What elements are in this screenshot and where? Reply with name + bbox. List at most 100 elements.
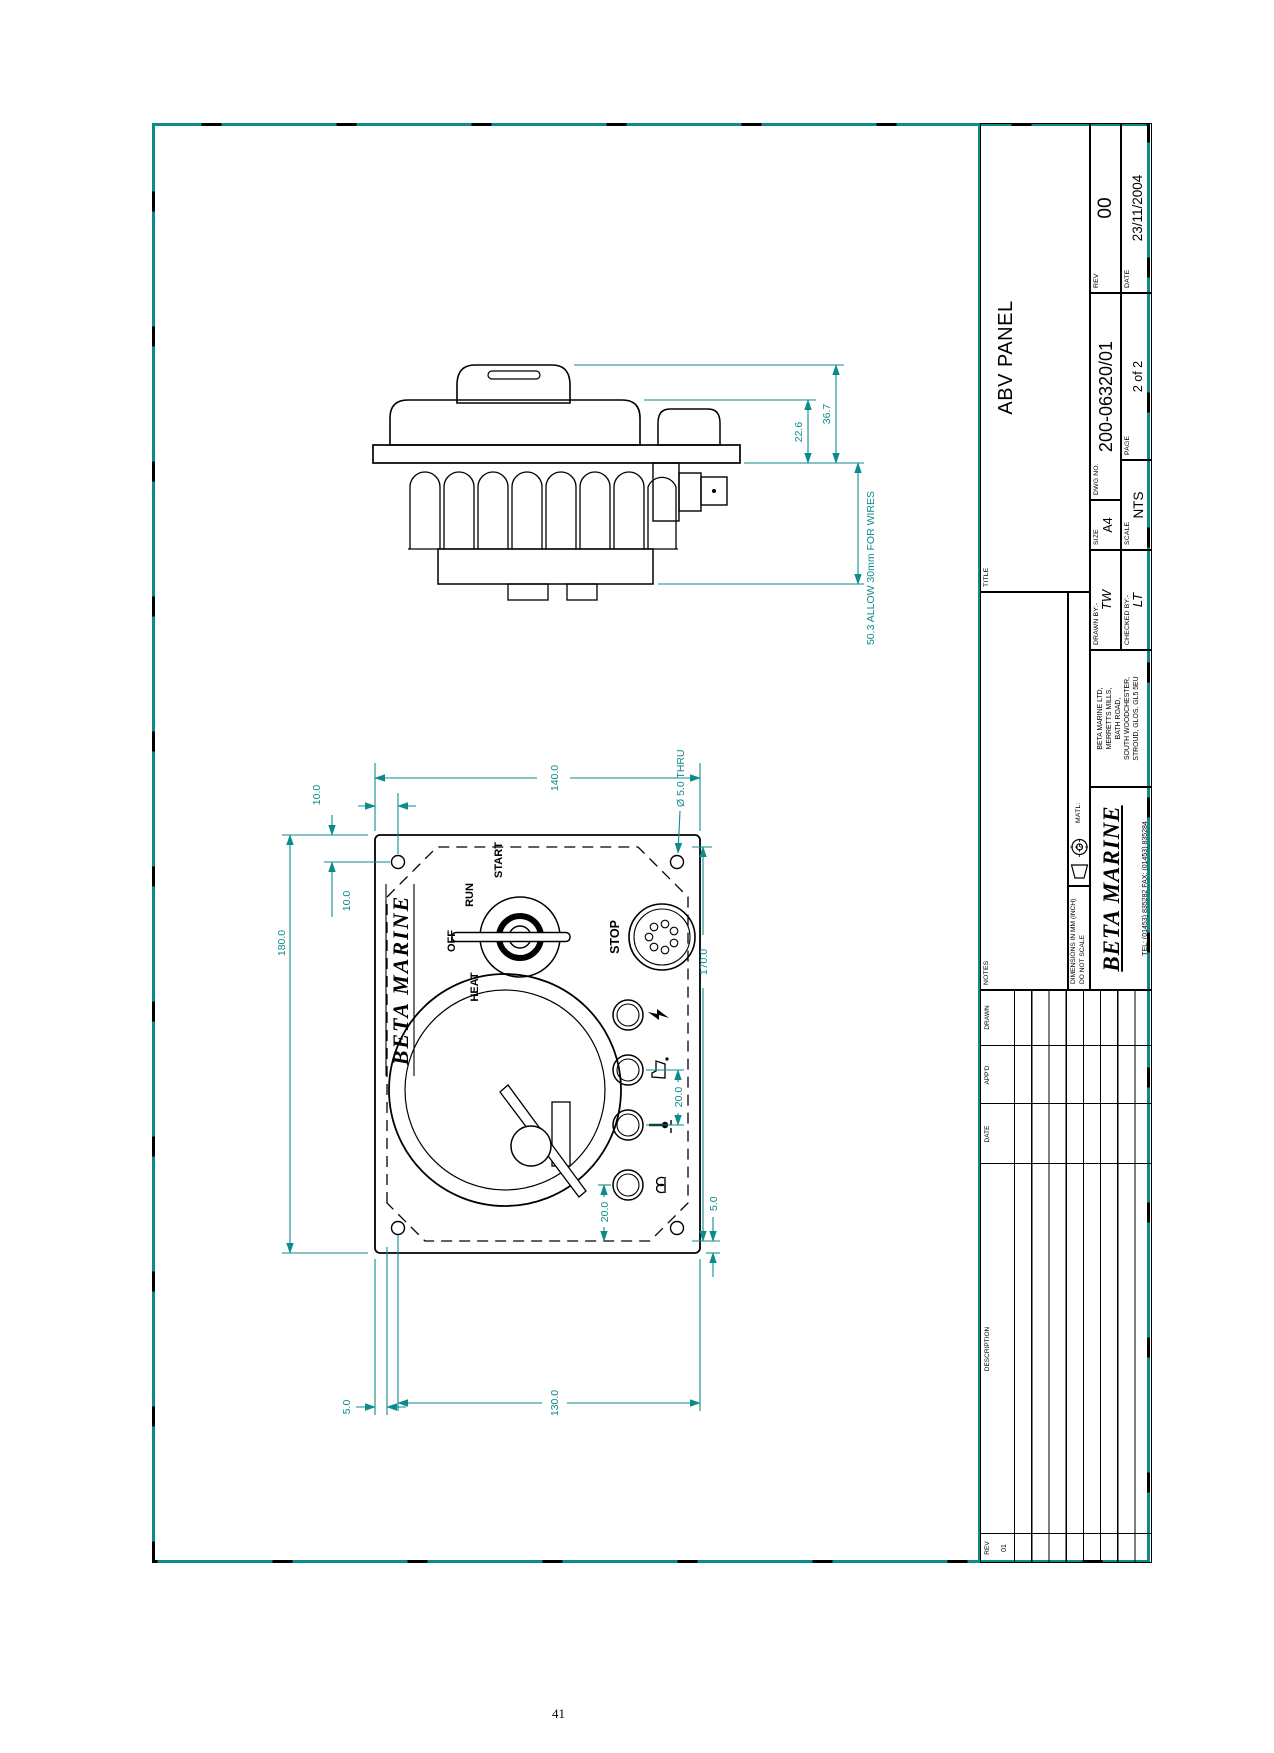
side-view-dimensions: 22.6 36.7 50.3 ALLOW 30mm FOR WIRES bbox=[574, 364, 877, 645]
dim-cutout: 170.0 bbox=[698, 949, 710, 975]
dim-depth-rear-note: 50.3 ALLOW 30mm FOR WIRES bbox=[865, 491, 877, 645]
scale-box: SCALE NTS bbox=[1121, 460, 1152, 550]
key-switch: HEAT OFF RUN START bbox=[446, 842, 571, 1002]
address-line: STROUD, GLOS. GL5 5EU bbox=[1133, 676, 1141, 761]
matl-box: MATL: bbox=[1068, 592, 1090, 886]
company-address-box: BETA MARINE LTD, MERRETTS MILLS, BATH RO… bbox=[1090, 650, 1152, 787]
notes-label: NOTES bbox=[983, 960, 990, 985]
dims-note-line2: DO NOT SCALE bbox=[1078, 935, 1086, 984]
rear-tab bbox=[507, 583, 549, 601]
tachometer-gauge bbox=[388, 973, 622, 1207]
size-label: SIZE bbox=[1093, 529, 1100, 545]
dwg-no-value: 200-06320/01 bbox=[1096, 340, 1116, 453]
dim-hole-span: 130.0 bbox=[549, 1390, 561, 1416]
description-col-header: DESCRIPTION bbox=[984, 1326, 991, 1372]
drawn-by-value: TW bbox=[1099, 589, 1114, 611]
oil-pressure-icon bbox=[651, 1057, 669, 1079]
checked-by-box: CHECKED BY:- LT bbox=[1121, 550, 1152, 650]
stop-housing bbox=[657, 408, 721, 446]
temperature-icon bbox=[649, 1120, 672, 1133]
drawing-title: ABV PANEL bbox=[995, 300, 1017, 415]
dim-hole-offset-v: 10.0 bbox=[311, 785, 323, 806]
dim-hole-offset-h: 10.0 bbox=[341, 891, 353, 912]
checked-by-value: LT bbox=[1130, 592, 1145, 608]
flange-plate bbox=[372, 444, 741, 464]
dim-height: 180.0 bbox=[276, 930, 288, 956]
mounting-hole bbox=[669, 854, 685, 870]
revision-table: REV DESCRIPTION DATE APP'D DRAWN 01 bbox=[980, 990, 1152, 1563]
company-logo-box: BETA MARINE TEL: (01453) 835282 FAX: (01… bbox=[1090, 787, 1152, 990]
needle-hub bbox=[510, 1125, 552, 1167]
switch-label-heat: HEAT bbox=[469, 972, 481, 1001]
address-line: MERRETTS MILLS, bbox=[1106, 687, 1114, 750]
glow-heater-icon bbox=[655, 1176, 666, 1194]
dims-note-line1: DIMENSIONS IN MM (INCH) bbox=[1070, 898, 1077, 984]
document-page-number: 41 bbox=[552, 1706, 565, 1721]
page-value: 2 of 2 bbox=[1131, 360, 1145, 393]
date-value: 23/11/2004 bbox=[1130, 174, 1145, 242]
panel-cutout-dashed-line bbox=[386, 846, 689, 1242]
company-logo: BETA MARINE bbox=[1099, 805, 1124, 972]
dimensions-note-box: DIMENSIONS IN MM (INCH) DO NOT SCALE bbox=[1068, 886, 1090, 990]
title-block: REV DESCRIPTION DATE APP'D DRAWN 01 NOTE… bbox=[978, 123, 1152, 1563]
sheet-border bbox=[152, 123, 1150, 1563]
size-box: SIZE A4 bbox=[1090, 500, 1121, 550]
dim-lamp-gap-2: 20.0 bbox=[599, 1202, 611, 1223]
battery-charge-icon bbox=[648, 1009, 669, 1020]
address-line: SOUTH WOODCHESTER, bbox=[1124, 676, 1132, 761]
stop-button: STOP bbox=[608, 903, 696, 971]
title-box: TITLE ABV PANEL bbox=[980, 123, 1090, 592]
switch-label-off: OFF bbox=[446, 930, 458, 952]
drawn-by-box: DRAWN BY:- TW bbox=[1090, 550, 1121, 650]
stop-label: STOP bbox=[608, 920, 622, 954]
rotated-sheet-wrapper: BETA MARINE HEAT OFF RUN START bbox=[152, 123, 1152, 1563]
gauge-body bbox=[389, 399, 641, 446]
drawn-col-header: DRAWN bbox=[984, 1005, 991, 1030]
key-slot bbox=[487, 370, 541, 380]
title-label: TITLE bbox=[983, 567, 990, 587]
hole-note: Ø 5.0 THRU bbox=[675, 749, 687, 807]
front-view-dimensions: 180.0 10.0 10.0 140.0 170.0 bbox=[276, 749, 720, 1416]
dim-lamp-gap-1: 20.0 bbox=[673, 1087, 685, 1108]
address-line: BETA MARINE LTD, bbox=[1097, 687, 1104, 750]
key-blade bbox=[451, 931, 571, 943]
dim-depth-key: 36.7 bbox=[821, 404, 833, 425]
key-head bbox=[456, 364, 571, 404]
size-value: A4 bbox=[1101, 517, 1115, 533]
page-box: PAGE 2 of 2 bbox=[1121, 293, 1152, 460]
first-angle-projection-icon bbox=[1070, 837, 1089, 879]
mounting-hole bbox=[669, 1220, 685, 1236]
clamp-fins bbox=[408, 471, 678, 550]
dim-depth-body: 22.6 bbox=[793, 422, 805, 443]
rev-value: 00 bbox=[1095, 197, 1116, 219]
rear-body bbox=[437, 548, 654, 585]
switch-label-start: START bbox=[493, 842, 505, 878]
rev-box: REV 00 bbox=[1090, 123, 1121, 293]
dim-edge-gap-bottom: 5.0 bbox=[708, 1196, 720, 1211]
drawing-canvas: BETA MARINE HEAT OFF RUN START bbox=[152, 123, 1150, 1563]
panel-outline bbox=[374, 834, 701, 1254]
scale-value: NTS bbox=[1131, 491, 1146, 519]
revision-row-number: 01 bbox=[1001, 1544, 1008, 1552]
dwg-no-box: DWG NO. 200-06320/01 bbox=[1090, 293, 1121, 500]
revision-table-rows bbox=[998, 991, 1151, 1562]
dim-width: 140.0 bbox=[549, 765, 561, 791]
switch-label-run: RUN bbox=[464, 883, 476, 907]
warning-lamps bbox=[612, 999, 672, 1201]
dim-edge-gap-top: 5.0 bbox=[341, 1400, 353, 1415]
panel-side-view bbox=[372, 364, 741, 601]
appd-col-header: APP'D bbox=[984, 1065, 991, 1085]
mounting-hole bbox=[390, 1220, 406, 1236]
rev-col-header: REV bbox=[984, 1541, 991, 1555]
connector-plug bbox=[652, 462, 728, 522]
page-label: PAGE bbox=[1124, 435, 1131, 455]
panel-front-view: BETA MARINE HEAT OFF RUN START bbox=[374, 834, 701, 1254]
mounting-hole bbox=[390, 854, 406, 870]
address-line: BATH ROAD, bbox=[1115, 697, 1123, 740]
a4-drawing-sheet: BETA MARINE HEAT OFF RUN START bbox=[152, 123, 1152, 1563]
rear-tab bbox=[566, 583, 598, 601]
scale-label: SCALE bbox=[1124, 521, 1131, 545]
date-box: DATE 23/11/2004 bbox=[1121, 123, 1152, 293]
notes-box: NOTES bbox=[980, 592, 1068, 990]
